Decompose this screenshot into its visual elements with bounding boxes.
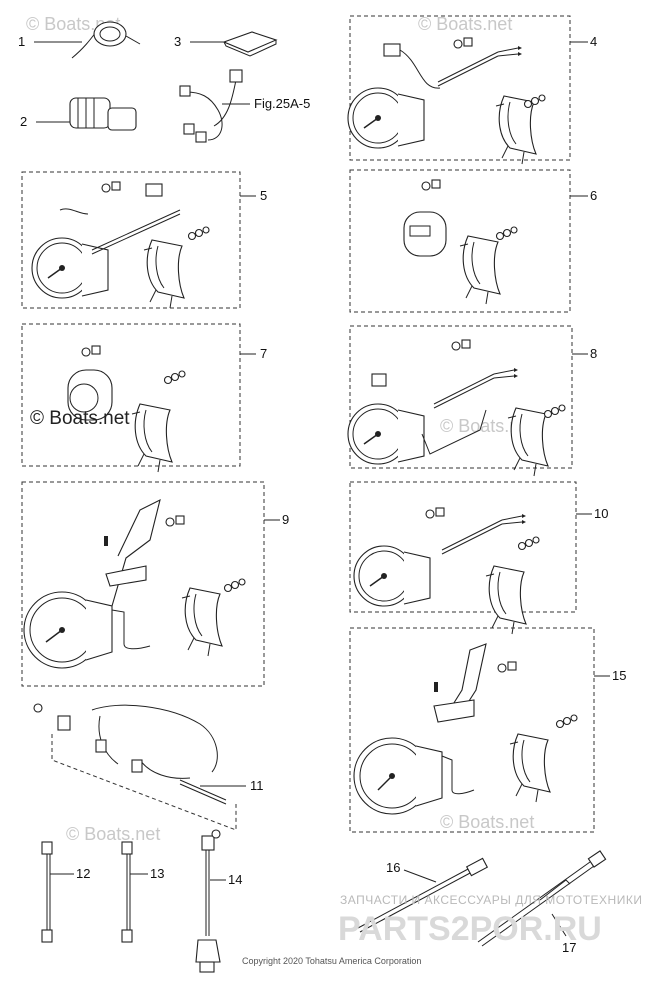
callout-3: 3 (174, 34, 181, 49)
kit-box-6 (349, 169, 571, 313)
callout-2: 2 (20, 114, 27, 129)
watermark: © Boats.net (418, 14, 512, 34)
callout-13: 13 (150, 866, 164, 881)
callout-8: 8 (590, 346, 597, 361)
item-2-fitting (69, 97, 137, 131)
ru-watermark-text: ЗАПЧАСТИ И АКСЕССУАРЫ ДЛЯ МОТОТЕХНИКИ (340, 893, 642, 907)
item-13-lead-wire (121, 841, 133, 943)
callout-6: 6 (590, 188, 597, 203)
callout-10: 10 (594, 506, 608, 521)
fig-reference: Fig.25A-5 (254, 96, 310, 111)
item-14-harness (195, 829, 221, 973)
callout-15: 15 (612, 668, 626, 683)
ru-watermark-logo: PARTS2POR.RU (338, 910, 602, 948)
watermark: © Boats.net (66, 824, 160, 844)
callout-9: 9 (282, 512, 289, 527)
callout-1: 1 (18, 34, 25, 49)
item-16-probe (357, 857, 489, 933)
callout-14: 14 (228, 872, 242, 887)
item-12-lead-wire (41, 841, 53, 943)
callout-11: 11 (250, 778, 264, 793)
item-3-pad (222, 31, 278, 57)
kit-box-10 (349, 481, 577, 613)
item-9-gauge-kit (23, 498, 246, 669)
item-6-gauge-kit (403, 179, 518, 305)
footer-copyright: Copyright 2020 Tohatsu America Corporati… (242, 956, 421, 966)
item-17-probe (477, 850, 607, 947)
kit-box-15 (349, 627, 595, 833)
item-1-coil (71, 21, 141, 59)
item-10-gauge-kit (353, 507, 540, 635)
item-15-gauge-kit (353, 643, 578, 815)
callout-16: 16 (386, 860, 400, 875)
kit-box-9 (21, 481, 265, 687)
item-5-gauge-kit (31, 181, 210, 309)
item-7-gauge-kit (67, 345, 186, 473)
item-11-sender-assembly (33, 703, 237, 831)
kit-box-7 (21, 323, 241, 467)
item-8-gauge-kit (347, 339, 566, 477)
kit-box-5 (21, 171, 241, 309)
watermark: © Boats.net (440, 812, 534, 832)
callout-7: 7 (260, 346, 267, 361)
callout-5: 5 (260, 188, 267, 203)
callout-4: 4 (590, 34, 597, 49)
harness-fig-ref-part (179, 69, 243, 143)
callout-17: 17 (562, 940, 576, 955)
copyright-label: © Boats.net (30, 408, 130, 429)
item-4-gauge-kit (347, 37, 546, 165)
callout-12: 12 (76, 866, 90, 881)
